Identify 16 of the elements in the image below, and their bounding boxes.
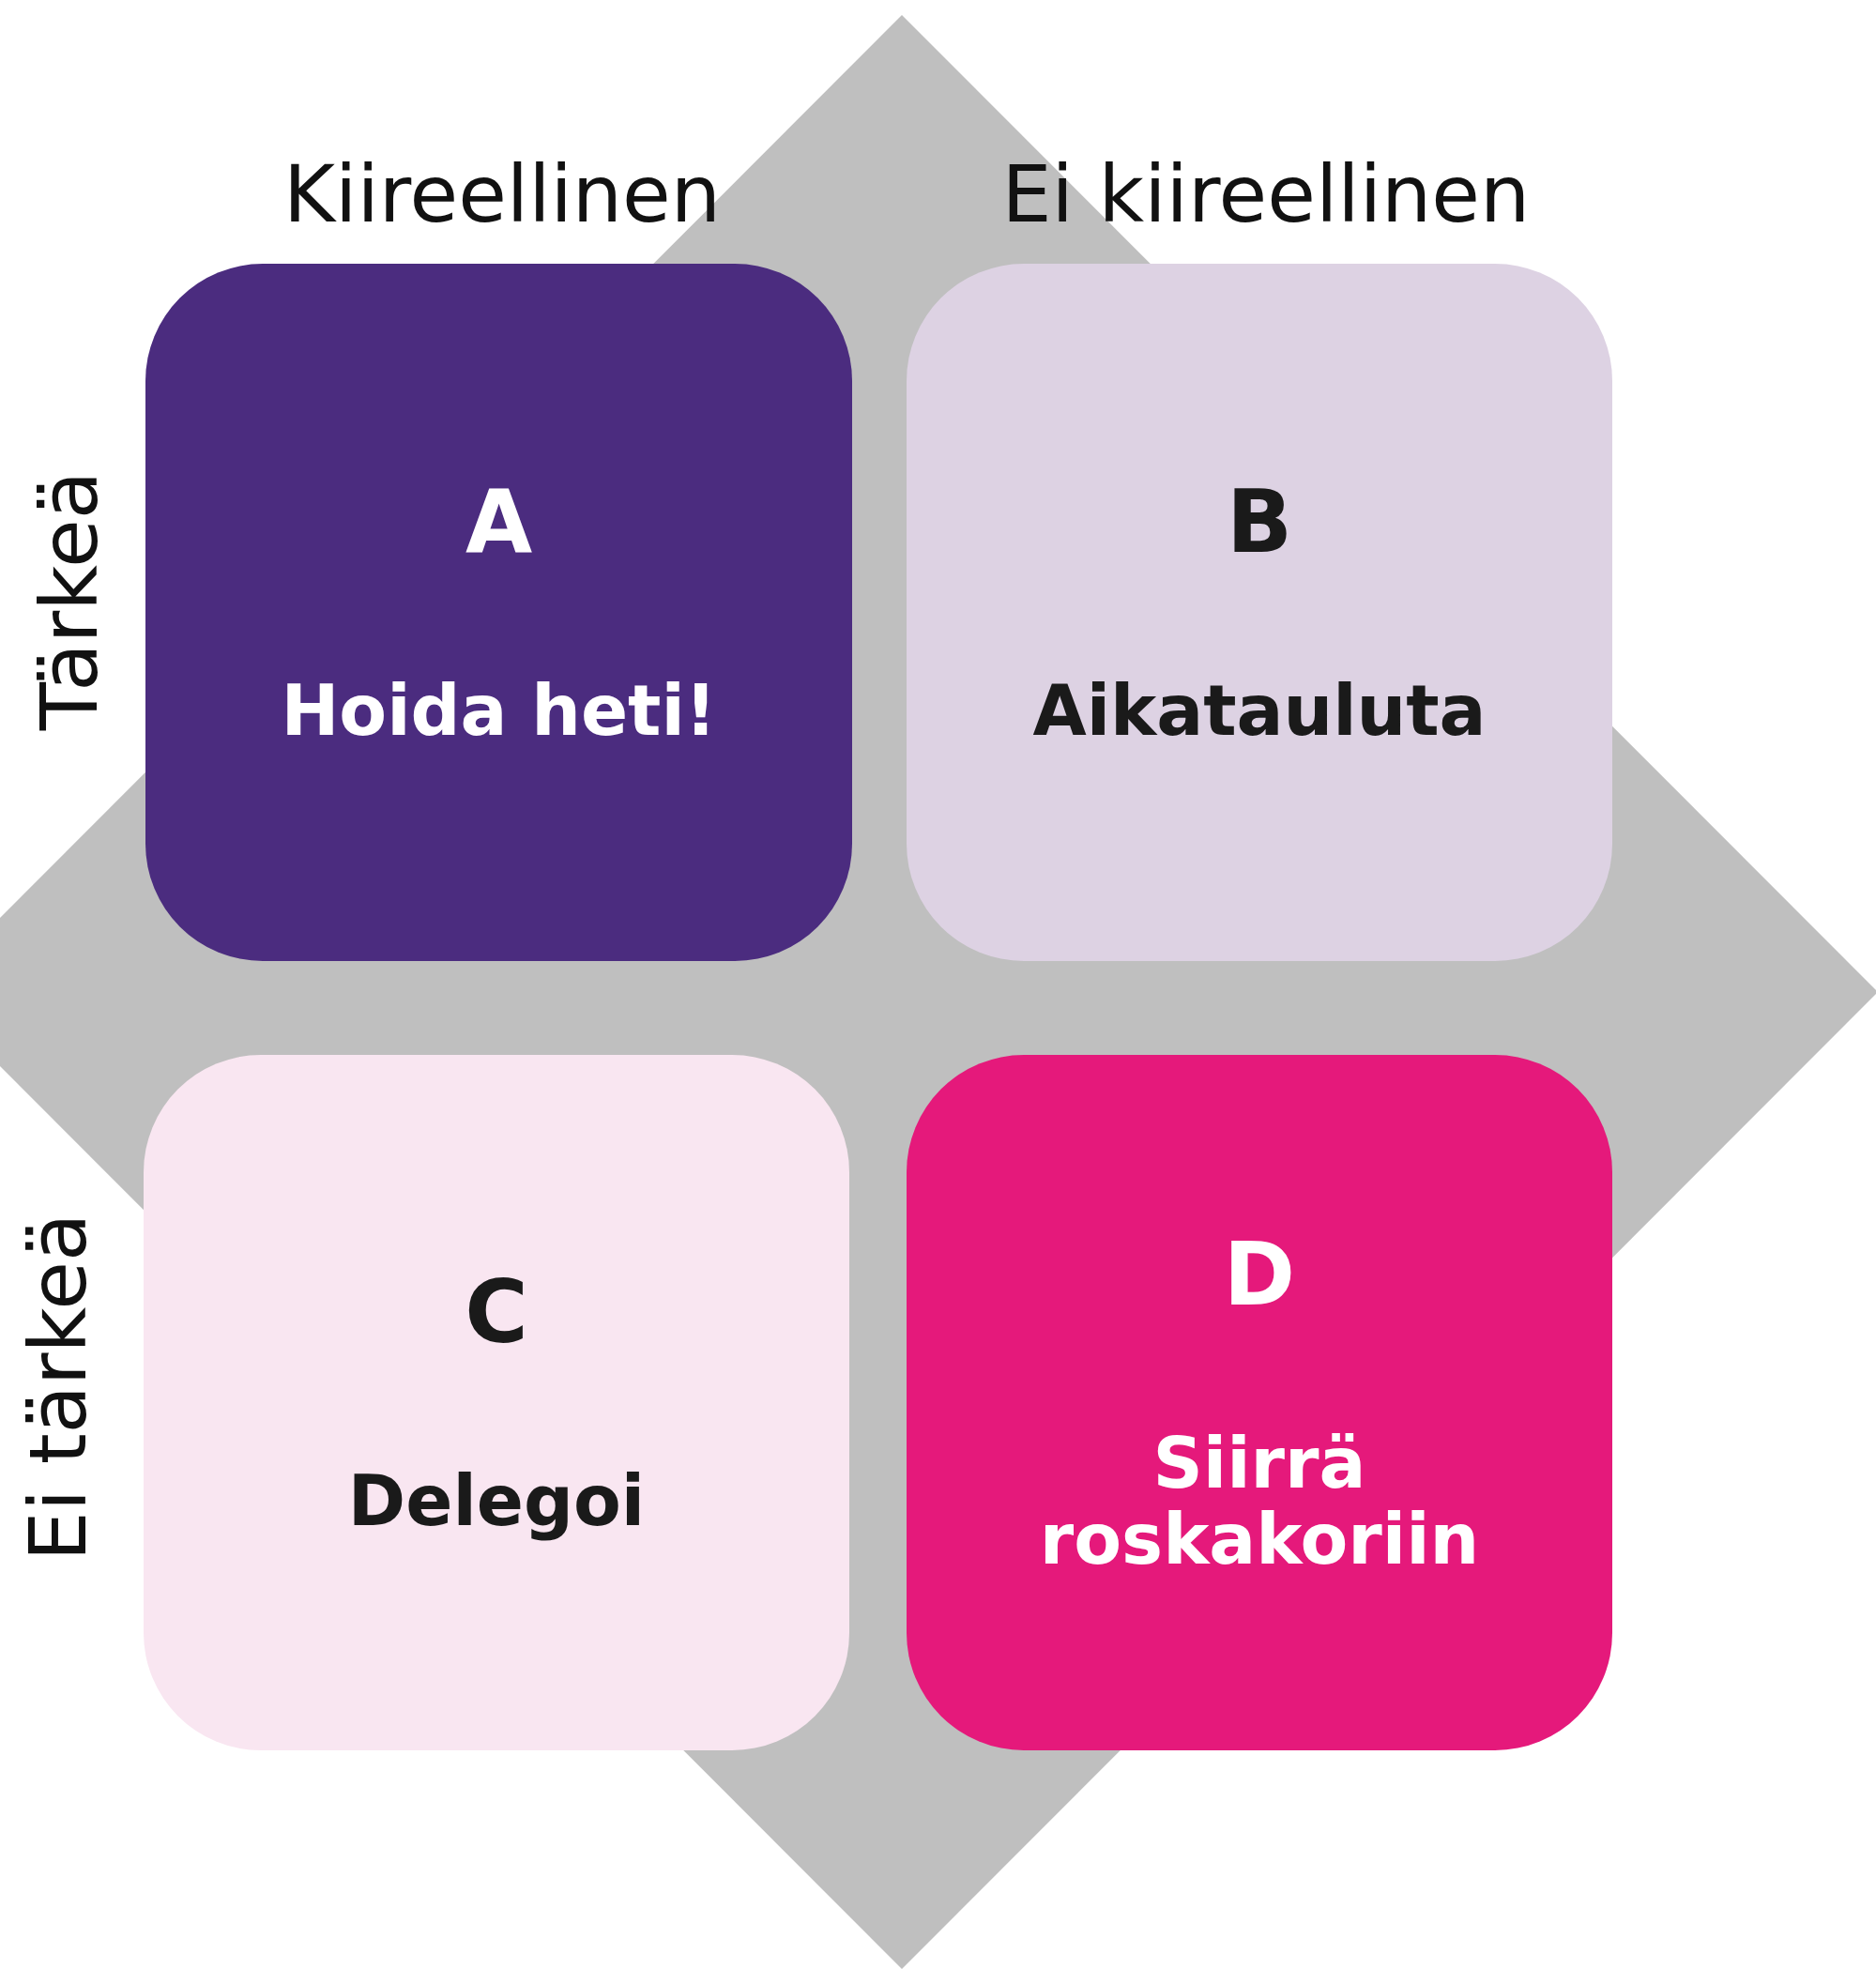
quadrant-action: Hoida heti! xyxy=(281,673,717,750)
quadrant-letter: A xyxy=(465,475,533,571)
quadrant-card xyxy=(145,264,852,961)
quadrant-action: Siirrä roskakoriin xyxy=(1038,1425,1481,1579)
quadrant-letter: B xyxy=(1226,475,1293,571)
quadrant-action: Delegoi xyxy=(347,1463,646,1540)
quadrant-card xyxy=(144,1055,849,1750)
row-header: Tärkeä xyxy=(23,470,116,731)
quadrant-action: Aikatauluta xyxy=(1032,673,1487,750)
quadrant-letter: D xyxy=(1223,1227,1296,1322)
column-header: Ei kiireellinen xyxy=(1001,148,1531,240)
row-header: Ei tärkeä xyxy=(11,1213,104,1562)
quadrant-card xyxy=(907,1055,1612,1750)
column-header: Kiireellinen xyxy=(283,148,721,240)
quadrant-letter: C xyxy=(465,1265,528,1361)
quadrant-card xyxy=(907,264,1612,961)
